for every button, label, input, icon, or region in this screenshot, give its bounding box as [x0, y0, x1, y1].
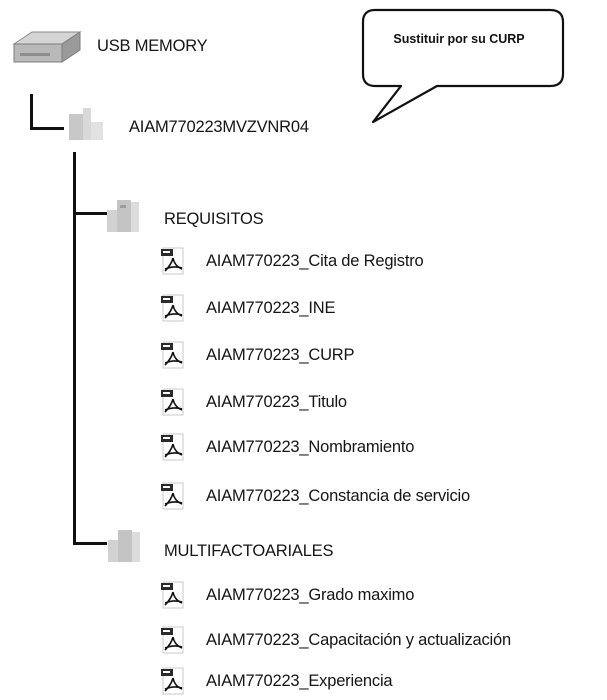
- usb-drive-icon: [12, 31, 82, 63]
- file-label: AIAM770223_Grado maximo: [206, 586, 415, 604]
- folder-icon: [69, 108, 103, 140]
- folder-icon: [108, 530, 140, 562]
- connector-requisitos-horizontal: [73, 212, 107, 215]
- requisitos-folder-label: REQUISITOS: [164, 210, 264, 228]
- pdf-file-icon: [160, 626, 186, 654]
- connector-root-horizontal: [30, 127, 64, 130]
- callout-text: Sustituir por su CURP: [393, 32, 525, 46]
- pdf-file-icon: [160, 388, 186, 416]
- folder-icon: [107, 200, 139, 232]
- pdf-file-icon: [160, 341, 186, 369]
- file-label: AIAM770223_Capacitación y actualización: [206, 631, 511, 649]
- connector-main-vertical: [73, 152, 76, 545]
- callout-bubble: [361, 8, 565, 124]
- file-label: AIAM770223_INE: [206, 299, 336, 317]
- pdf-file-icon: [160, 667, 186, 695]
- connector-multifactoariales-horizontal: [73, 542, 107, 545]
- main-folder-label: AIAM770223MVZVNR04: [129, 118, 309, 136]
- file-label: AIAM770223_Constancia de servicio: [206, 487, 470, 505]
- pdf-file-icon: [160, 581, 186, 609]
- pdf-file-icon: [160, 482, 186, 510]
- multifactoariales-folder-label: MULTIFACTOARIALES: [164, 542, 334, 560]
- pdf-file-icon: [160, 433, 186, 461]
- file-label: AIAM770223_CURP: [206, 346, 355, 364]
- usb-memory-label: USB MEMORY: [97, 37, 208, 55]
- file-label: AIAM770223_Nombramiento: [206, 438, 415, 456]
- file-label: AIAM770223_Titulo: [206, 393, 347, 411]
- file-label: AIAM770223_Cita de Registro: [206, 252, 424, 270]
- pdf-file-icon: [160, 294, 186, 322]
- pdf-file-icon: [160, 247, 186, 275]
- file-label: AIAM770223_Experiencia: [206, 672, 393, 690]
- connector-root-vertical: [30, 94, 33, 130]
